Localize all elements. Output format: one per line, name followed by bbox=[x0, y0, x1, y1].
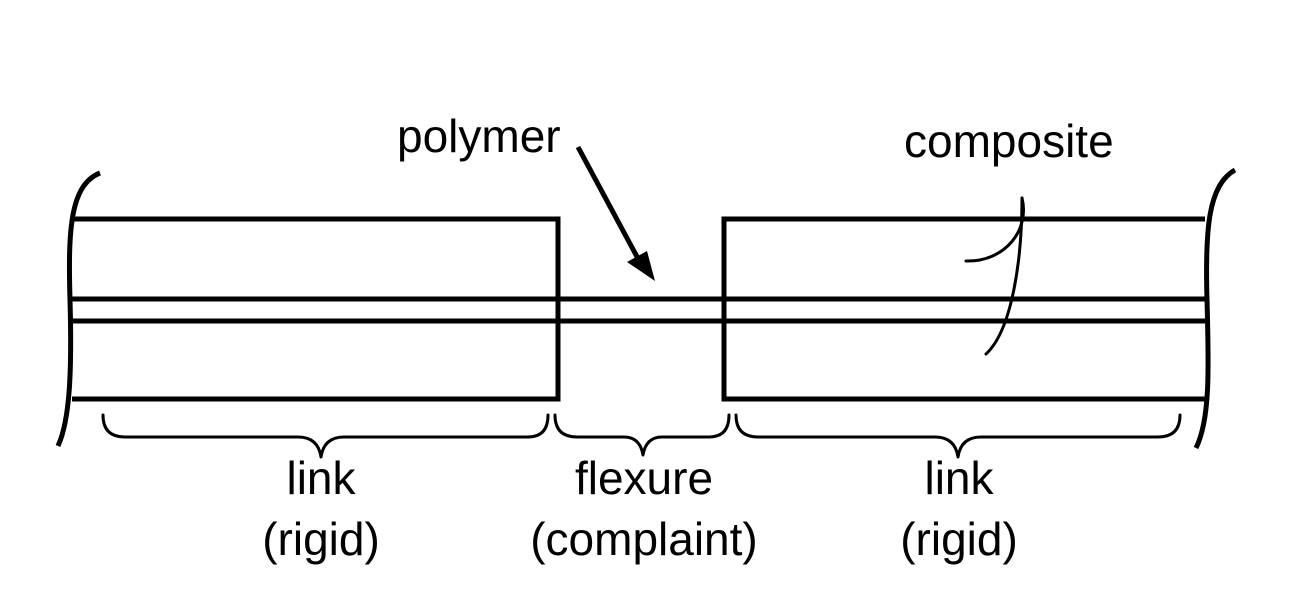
right-link-name: link bbox=[924, 452, 994, 504]
left-break-bracket bbox=[55, 170, 102, 448]
composite-label: composite bbox=[904, 115, 1114, 167]
right-link-type: (rigid) bbox=[900, 513, 1018, 565]
polymer-leader-line bbox=[575, 145, 645, 268]
composite-leader-lower bbox=[984, 196, 1024, 356]
polymer-label: polymer bbox=[397, 110, 561, 162]
flexure-type: (complaint) bbox=[530, 513, 758, 565]
left-link-name: link bbox=[286, 452, 356, 504]
left-link-brace bbox=[101, 413, 550, 459]
right-link-block bbox=[721, 216, 1205, 402]
right-break-bracket bbox=[1193, 167, 1237, 450]
composite-leader-upper bbox=[964, 196, 1025, 263]
left-link-type: (rigid) bbox=[262, 513, 380, 565]
polymer-arrowhead bbox=[627, 251, 655, 281]
left-link-block bbox=[72, 216, 561, 402]
right-link-brace bbox=[734, 413, 1182, 459]
flexure-name: flexure bbox=[575, 452, 713, 504]
flexure-brace bbox=[553, 413, 731, 457]
